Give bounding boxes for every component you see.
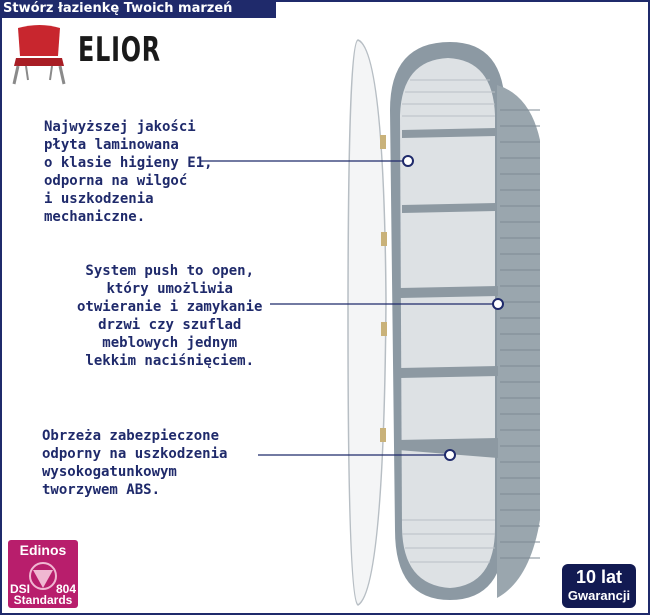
callout-dot [492,298,504,310]
callout-lines [200,155,504,461]
cabinet-body [390,42,540,600]
feature-text-laminate: Najwyższej jakości płyta laminowana o kl… [44,119,213,225]
brand-name: ELIOR [78,30,161,70]
warranty-badge: 10 lat Gwarancji [562,564,636,608]
feature-text-push-to-open: System push to open, który umożliwia otw… [77,263,263,369]
edinos-right: 804 [56,582,77,596]
callout-dot [444,449,456,461]
warranty-years: 10 lat [575,567,623,587]
checkmark-icon [29,562,57,590]
edinos-standards-badge: Edinos DSI 804 Standards [8,540,78,608]
callout-dot [402,155,414,167]
warranty-label: Gwarancji [567,588,631,603]
edinos-left: DSI [10,582,31,596]
cabinet-door [347,39,387,606]
red-chair-icon [12,25,66,85]
feature-text-abs-edges: Obrzeża zabezpieczone odporny na uszkodz… [42,428,228,498]
edinos-bottom: Standards [13,593,73,607]
edinos-brand: Edinos [19,542,67,558]
header-title: Stwórz łazienkę Twoich marzeń [0,0,276,18]
